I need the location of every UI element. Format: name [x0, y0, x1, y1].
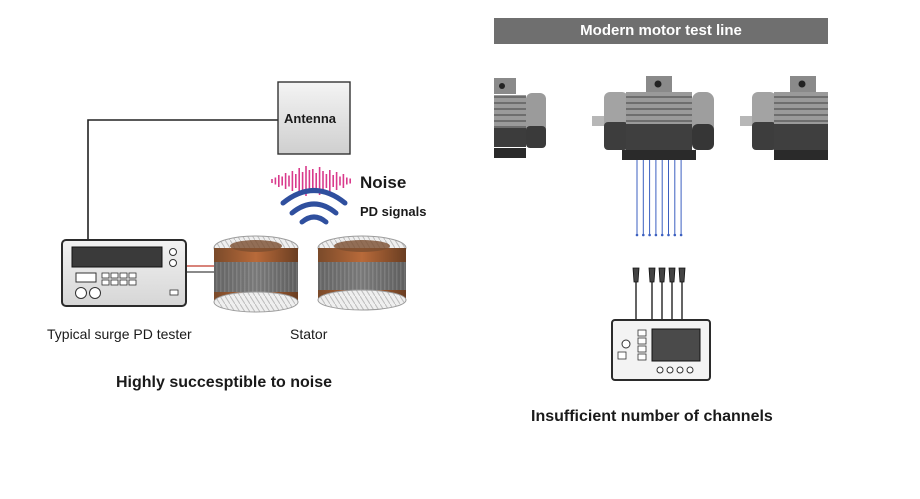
right-caption: Insufficient number of channels — [531, 408, 773, 425]
probe-tip — [648, 233, 651, 237]
probe-tip — [635, 233, 639, 237]
probe-tip — [679, 233, 683, 237]
tester-label: Typical surge PD tester — [47, 326, 192, 342]
probe-tip — [673, 233, 677, 237]
probe-tip — [642, 233, 645, 237]
motor-center — [592, 76, 714, 160]
motor-right — [740, 76, 828, 160]
probe-tip — [660, 233, 664, 237]
tester-knob-icon — [169, 248, 177, 256]
stator-1 — [213, 235, 299, 313]
surge-pd-tester-device — [61, 239, 187, 307]
noise-label: Noise — [360, 173, 407, 192]
tester-stator-wires — [186, 265, 216, 273]
stator-label: Stator — [290, 326, 328, 342]
probe-tip — [654, 233, 658, 237]
stator-2 — [317, 235, 407, 311]
antenna-label: Antenna — [284, 111, 336, 126]
antenna-box — [277, 81, 351, 155]
motor-probe-lines — [635, 160, 683, 237]
probe-tip — [667, 233, 670, 237]
tester-display — [71, 246, 163, 268]
test-instrument-device — [611, 319, 711, 381]
motor-left — [494, 78, 546, 158]
instrument-display — [651, 328, 701, 362]
pd-signal-waves-icon — [280, 188, 348, 225]
noise-waveform-icon — [271, 166, 352, 196]
pd-signals-label: PD signals — [360, 204, 427, 219]
tester-antenna-cable — [87, 119, 278, 240]
left-caption: Highly succesptible to noise — [116, 374, 333, 391]
test-line-banner: Modern motor test line — [494, 18, 828, 44]
